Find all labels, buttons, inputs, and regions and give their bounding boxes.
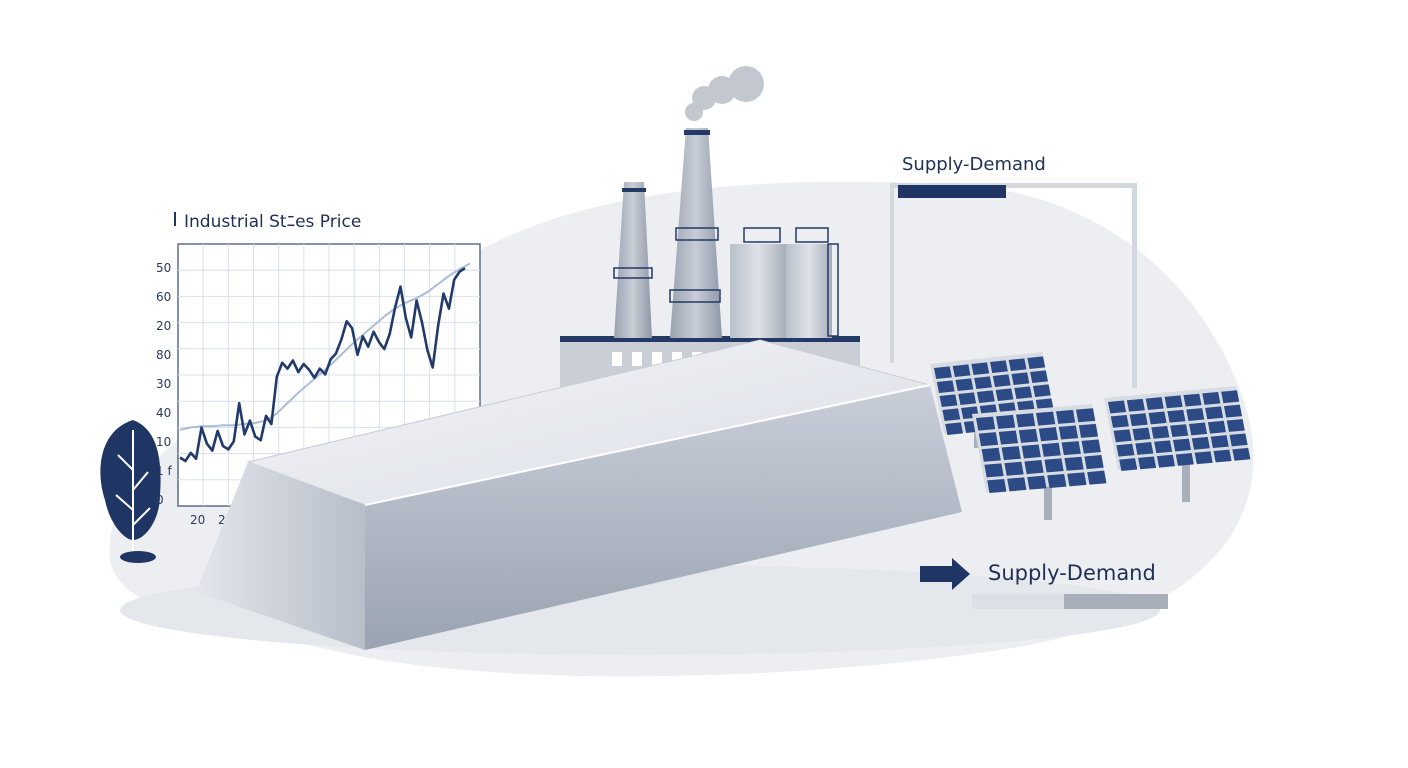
smoke-cloud: [685, 66, 764, 121]
balance-bar-left: [972, 594, 1064, 609]
x-tick-label: 20: [190, 513, 205, 527]
series-line-primary: [179, 267, 466, 463]
tree-icon: [100, 420, 161, 563]
x-axis-ticks: 20 2: [190, 513, 226, 527]
balance-bar-right: [1064, 594, 1168, 609]
arrow-right-icon: [920, 558, 970, 590]
y-tick-label: 0: [156, 493, 164, 507]
series-line-secondary: [179, 262, 471, 431]
y-tick-label: 80: [156, 348, 171, 362]
y-tick-label: 40: [156, 406, 171, 420]
solar-panels: [930, 352, 1251, 520]
y-axis-ticks: 50 60 20 80 30 40 10 1 f 0: [156, 261, 172, 507]
chart-title-marker: [174, 212, 176, 226]
supply-demand-label-bottom: Supply-Demand: [988, 561, 1156, 585]
solar-panel: [972, 404, 1107, 520]
chart-title: Industrial Stﾆes Price: [184, 212, 361, 232]
y-tick-label: 10: [156, 435, 171, 449]
x-tick-label: 2: [218, 513, 226, 527]
y-tick-label: 20: [156, 319, 171, 333]
solar-panel: [1104, 386, 1251, 502]
supply-demand-sign: Supply-Demand: [890, 154, 1137, 388]
supply-demand-label-top: Supply-Demand: [902, 154, 1046, 175]
silver-ingot: [196, 339, 962, 650]
y-tick-label: 30: [156, 377, 171, 391]
y-tick-label: 60: [156, 290, 171, 304]
y-tick-label: 1 f: [156, 464, 172, 478]
solar-panel: [930, 352, 1057, 448]
supply-demand-callout: Supply-Demand: [920, 558, 1168, 609]
y-tick-label: 50: [156, 261, 171, 275]
